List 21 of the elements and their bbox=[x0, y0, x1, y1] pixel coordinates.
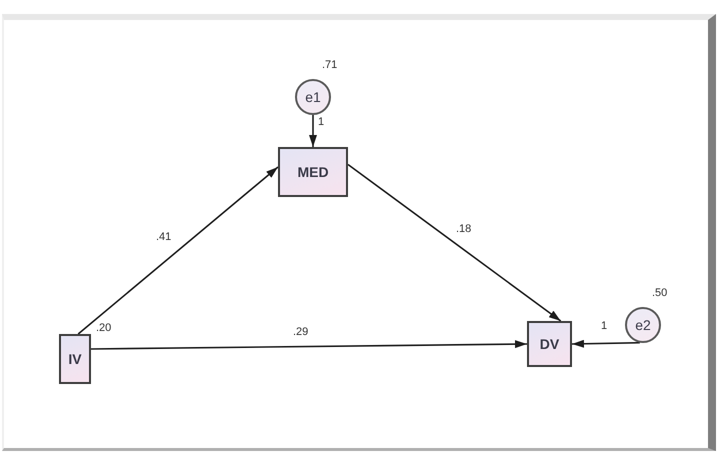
path-coefficient: 1 bbox=[600, 321, 608, 332]
variance-estimate: .50 bbox=[651, 288, 668, 299]
variable-label: DV bbox=[540, 337, 560, 351]
path-coefficient: .18 bbox=[455, 224, 472, 235]
path-coefficient: .29 bbox=[292, 327, 310, 338]
path-arrow bbox=[78, 166, 279, 335]
variable-label: MED bbox=[297, 165, 329, 179]
variance-estimate: .20 bbox=[95, 323, 112, 334]
variance-estimate: .71 bbox=[321, 60, 338, 71]
error-term-label: e1 bbox=[305, 90, 321, 104]
variable-box bbox=[527, 321, 572, 367]
error-term-label: e2 bbox=[635, 318, 651, 332]
path-arrow bbox=[91, 340, 527, 350]
variable-label: IV bbox=[68, 352, 82, 366]
path-arrow bbox=[572, 340, 640, 348]
path-arrow bbox=[348, 164, 562, 322]
path-arrow bbox=[309, 115, 317, 147]
variable-box bbox=[278, 147, 348, 197]
path-coefficient: 1 bbox=[317, 117, 326, 128]
variable-box bbox=[59, 334, 91, 384]
path-coefficient: .41 bbox=[155, 232, 172, 243]
